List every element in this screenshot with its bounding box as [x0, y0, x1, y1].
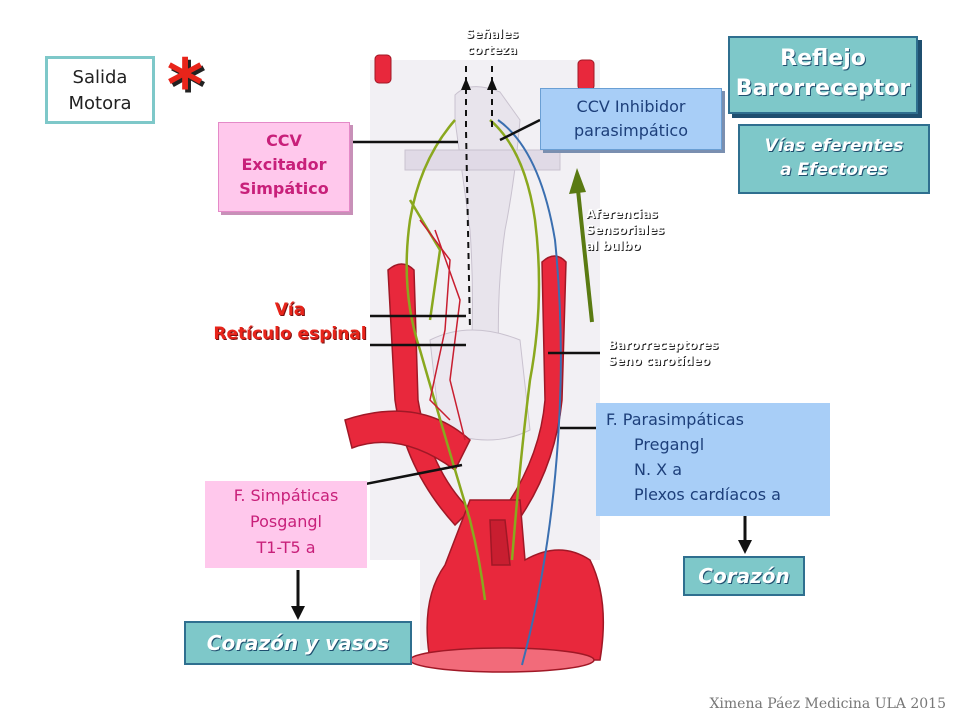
senales-line-2: corteza [466, 43, 518, 57]
salida-line-1: Salida [72, 67, 128, 88]
barorreceptores-line-2: Seno carotídeo [608, 354, 710, 368]
aferencias-line-3: al bulbo [586, 239, 641, 253]
via-reticulo-label: Vía Retículo espinal [205, 298, 375, 350]
afferent-arrow [569, 168, 594, 323]
nerve-fibers [405, 119, 541, 601]
simpaticas-line-3: T1-T5 a [256, 538, 316, 557]
subtitle-box: Vías eferentes a Efectores [738, 124, 930, 194]
simpaticas-line-2: Posgangl [250, 512, 322, 531]
cortex-signal-arrowheads [461, 78, 497, 90]
title-box: Reflejo Barorreceptor [728, 36, 918, 114]
corazon-box: Corazón [683, 556, 805, 596]
senales-corteza-label: Señales corteza [452, 26, 532, 62]
footer-credit: Ximena Páez Medicina ULA 2015 [709, 696, 946, 712]
barorreceptores-label: Barorreceptores Seno carotídeo [608, 337, 748, 373]
aferencias-line-2: Sensoriales [586, 223, 665, 237]
arteries [344, 255, 605, 673]
via-line-2: Retículo espinal [213, 324, 367, 344]
brainstem-background [370, 60, 600, 650]
simpaticas-box: F. Simpáticas Posgangl T1-T5 a [205, 481, 367, 568]
barorreceptores-line-1: Barorreceptores [608, 338, 719, 352]
simpaticas-line-1: F. Simpáticas [233, 486, 339, 505]
sympathetic-fibers [419, 219, 466, 441]
ccv-excitador-line-3: Simpático [239, 179, 329, 198]
subtitle-line-2: a Efectores [780, 160, 888, 180]
subtitle-line-1: Vías eferentes [764, 136, 904, 156]
title-line-1: Reflejo [780, 46, 866, 71]
ccv-inhibidor-box: CCV Inhibidor parasimpático [540, 88, 722, 150]
corazon-vasos-box: Corazón y vasos [184, 621, 412, 665]
parasimpaticas-line-2: Pregangl [634, 435, 705, 454]
via-line-1: Vía [274, 300, 306, 320]
salida-motora-box: Salida Motora [45, 56, 155, 124]
ccv-excitador-box: CCV Excitador Simpático [218, 122, 350, 212]
parasimpaticas-line-4: Plexos cardíacos a [634, 485, 781, 504]
ccv-inhibidor-line-1: CCV Inhibidor [576, 97, 686, 116]
aferencias-label: Aferencias Sensoriales al bulbo [586, 206, 686, 260]
ccv-excitador-line-2: Excitador [241, 155, 327, 174]
parasimpaticas-line-3: N. X a [634, 460, 682, 479]
parasympathetic-nerve [497, 119, 562, 666]
ccv-inhibidor-line-2: parasimpático [574, 121, 688, 140]
vessel-stubs [374, 54, 595, 91]
output-arrows [291, 516, 752, 620]
ccv-excitador-line-1: CCV [266, 131, 302, 150]
parasimpaticas-box: F. Parasimpáticas Pregangl N. X a Plexos… [596, 403, 830, 516]
title-line-2: Barorreceptor [735, 76, 911, 101]
aferencias-line-1: Aferencias [586, 207, 658, 221]
parasimpaticas-line-1: F. Parasimpáticas [606, 410, 744, 429]
asterisk-mark: * [166, 44, 204, 126]
senales-line-1: Señales [465, 27, 519, 41]
salida-line-2: Motora [68, 93, 132, 114]
leader-lines [344, 118, 600, 490]
